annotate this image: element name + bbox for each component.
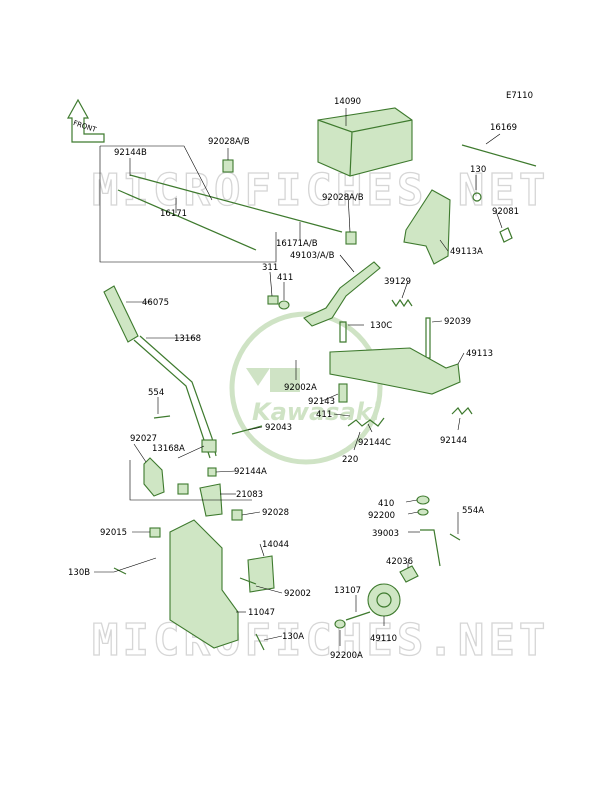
plate-14044 — [247, 555, 275, 593]
group-frame-rods — [99, 145, 277, 263]
part-number-label: 49110 — [370, 634, 397, 644]
washer-92200 — [417, 508, 429, 516]
part-number-label: 92144B — [114, 148, 147, 158]
spring-92144c — [347, 417, 385, 427]
part-number-label: 92002 — [284, 589, 311, 599]
part-number-label: 49103/A/B — [290, 251, 335, 261]
nut-311 — [267, 295, 279, 305]
part-number-label: 130 — [470, 165, 486, 175]
pin-554 — [153, 415, 171, 419]
part-number-label: 21083 — [236, 490, 263, 500]
bolt-13107 — [345, 611, 371, 621]
nut-92144a — [207, 467, 217, 477]
part-number-label: 92015 — [100, 528, 127, 538]
part-number-label: 410 — [378, 499, 394, 509]
collar — [177, 483, 189, 495]
part-number-label: 13168A — [152, 444, 185, 454]
bolt-130c — [339, 321, 347, 343]
nut-42036 — [399, 565, 419, 583]
part-number-label: 92027 — [130, 434, 157, 444]
gear-49110 — [367, 583, 401, 617]
bolt-92002 — [239, 577, 257, 585]
front-arrow-icon: FRONT — [66, 98, 105, 143]
watermark-text-top: MICROFICHES.NET — [92, 165, 549, 216]
rod-16171 — [117, 189, 257, 251]
leader-lines — [94, 108, 503, 646]
part-number-label: 92081 — [492, 207, 519, 217]
watermark: MICROFICHES.NET MICROFICHES.NET — [91, 164, 549, 666]
pin-92039 — [425, 317, 431, 359]
spring-92081 — [499, 227, 513, 243]
part-number-label: 411 — [277, 273, 293, 283]
grip-46075 — [103, 285, 139, 343]
washer-410 — [416, 495, 430, 505]
part-number-label: 411 — [316, 410, 332, 420]
part-number-label: 14090 — [334, 97, 361, 107]
rod-16169 — [461, 144, 537, 167]
lever-49103 — [303, 261, 381, 327]
clip-92028a — [222, 159, 234, 173]
part-number-label: 92028 — [262, 508, 289, 518]
bracket-49113 — [329, 347, 461, 395]
part-number-label: 92144C — [358, 438, 391, 448]
part-number-label: 92144A — [234, 467, 267, 477]
part-number-label: 92144 — [440, 436, 467, 446]
part-number-label: 92143 — [308, 397, 335, 407]
kawasaki-logo: Kawasaki — [229, 311, 383, 465]
bolt-92043 — [231, 425, 263, 435]
bracket-49113a — [403, 189, 451, 265]
lever-39003 — [420, 529, 441, 567]
part-number-label: 220 — [342, 455, 358, 465]
part-number-label: 16171A/B — [276, 239, 318, 249]
part-labels: 14090 16169 130 92081 92028A/B 92028A/B 92144B… — [68, 97, 519, 661]
part-number-label: 92200A — [330, 651, 363, 661]
pin-554a — [449, 533, 461, 541]
part-number-label: 16169 — [490, 123, 517, 133]
part-number-label: 92002A — [284, 383, 317, 393]
part-number-label: 92028A/B — [322, 193, 364, 203]
nut-92028 — [231, 509, 243, 521]
watermark-text-bottom: MICROFICHES.NET — [92, 615, 549, 666]
part-number-label: 554 — [148, 388, 164, 398]
part-number-label: 130A — [282, 632, 304, 642]
block-13168a — [201, 439, 217, 453]
collar-92143 — [338, 383, 348, 403]
rod-16171ab — [129, 174, 343, 233]
part-number-label: 311 — [262, 263, 278, 273]
clip-92028a-lower — [345, 231, 357, 245]
spring-92144 — [451, 407, 473, 415]
part-number-label: 49113 — [466, 349, 493, 359]
logo-text: Kawasaki — [252, 398, 381, 426]
part-number-label: 39129 — [384, 277, 411, 287]
part-number-label: 14044 — [262, 540, 289, 550]
part-number-label: 130B — [68, 568, 90, 578]
part-number-label: 49113A — [450, 247, 483, 257]
part-number-label: 554A — [462, 506, 484, 516]
part-number-label: 46075 — [142, 298, 169, 308]
part-number-label: 92028A/B — [208, 137, 250, 147]
part-number-label: 130C — [370, 321, 392, 331]
part-number-label: 92039 — [444, 317, 471, 327]
group-frame-bracket — [129, 460, 252, 501]
washer-411 — [278, 300, 290, 310]
nut-92015 — [149, 527, 161, 538]
part-number-label: 13168 — [174, 334, 201, 344]
bolt-130 — [472, 192, 482, 202]
part-number-label: 42036 — [386, 557, 413, 567]
bracket-92027 — [143, 457, 165, 497]
part-number-label: 16171 — [160, 209, 187, 219]
part-number-label: 92200 — [368, 511, 395, 521]
part-number-label: 11047 — [248, 608, 275, 618]
spring-39129 — [391, 298, 413, 308]
washer-92200a — [334, 619, 346, 629]
part-number-label: 39003 — [372, 529, 399, 539]
part-number-label: 92043 — [265, 423, 292, 433]
diagram-code: E7110 — [506, 91, 533, 101]
part-number-label: 13107 — [334, 586, 361, 596]
bolt-130a — [255, 633, 265, 651]
bolt-130b — [113, 567, 127, 575]
